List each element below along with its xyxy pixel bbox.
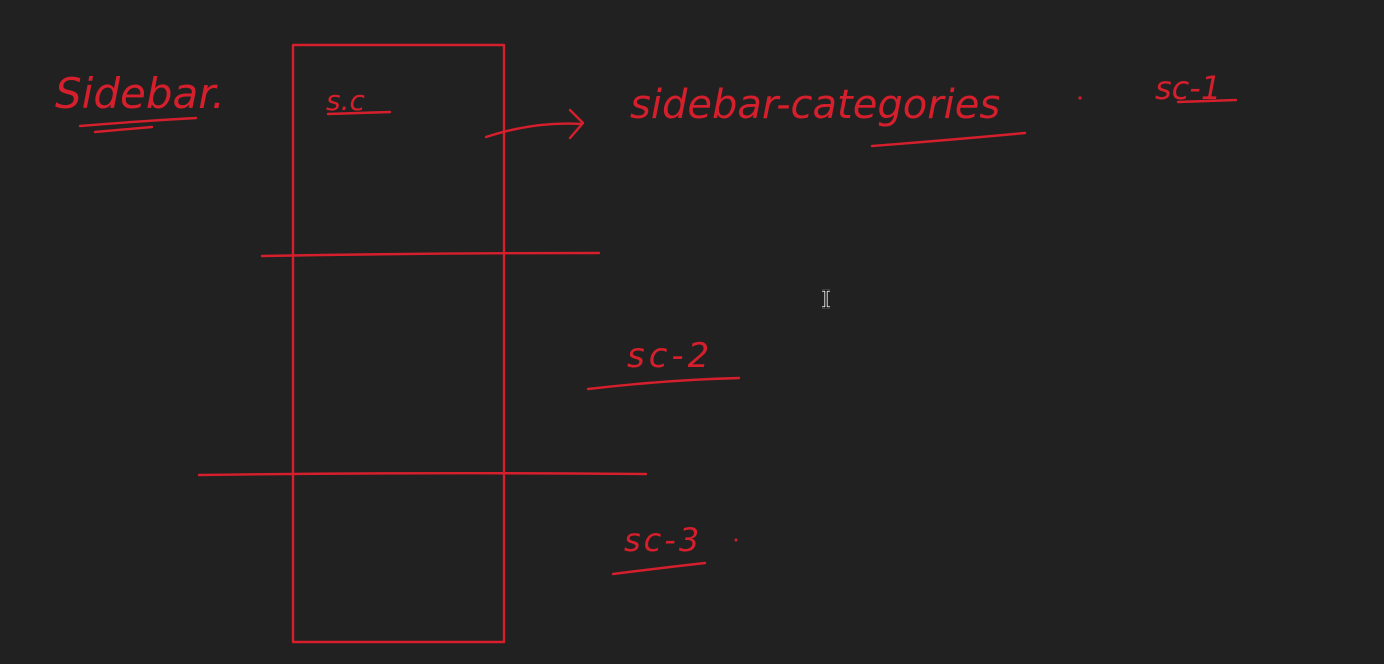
sidebar-box (291, 43, 506, 644)
dot-mark (1078, 96, 1082, 100)
sidebar-annotation: Sidebar. (55, 69, 225, 134)
categories-annotation: sidebar-categories (630, 82, 1082, 148)
sc3-underline (611, 561, 707, 576)
text-cursor-icon (822, 289, 830, 309)
sidebar-underline (78, 116, 198, 128)
sidebar-underline-2 (93, 125, 154, 134)
sc2-underline (586, 376, 741, 391)
sc3-annotation: sc-3 (611, 521, 738, 576)
divider-line-2 (197, 472, 648, 477)
categories-label: sidebar-categories (630, 82, 1000, 128)
arrow-shaft (484, 122, 584, 139)
sc2-label: sc-2 (627, 336, 713, 376)
divider-line-1 (260, 251, 601, 258)
box-label: s.c (326, 84, 365, 117)
categories-underline (870, 131, 1027, 148)
arrow-head (568, 108, 585, 140)
arrow (484, 108, 585, 140)
dot-mark-2 (734, 538, 738, 542)
sc2-annotation: sc-2 (586, 336, 741, 391)
sc3-label: sc-3 (624, 521, 702, 559)
sidebar-label: Sidebar. (55, 69, 225, 118)
box-label-group: s.c (326, 84, 392, 117)
box-label-underline (326, 110, 392, 116)
sc1-underline (1176, 98, 1238, 104)
sc1-annotation: sc-1 (1155, 69, 1238, 107)
